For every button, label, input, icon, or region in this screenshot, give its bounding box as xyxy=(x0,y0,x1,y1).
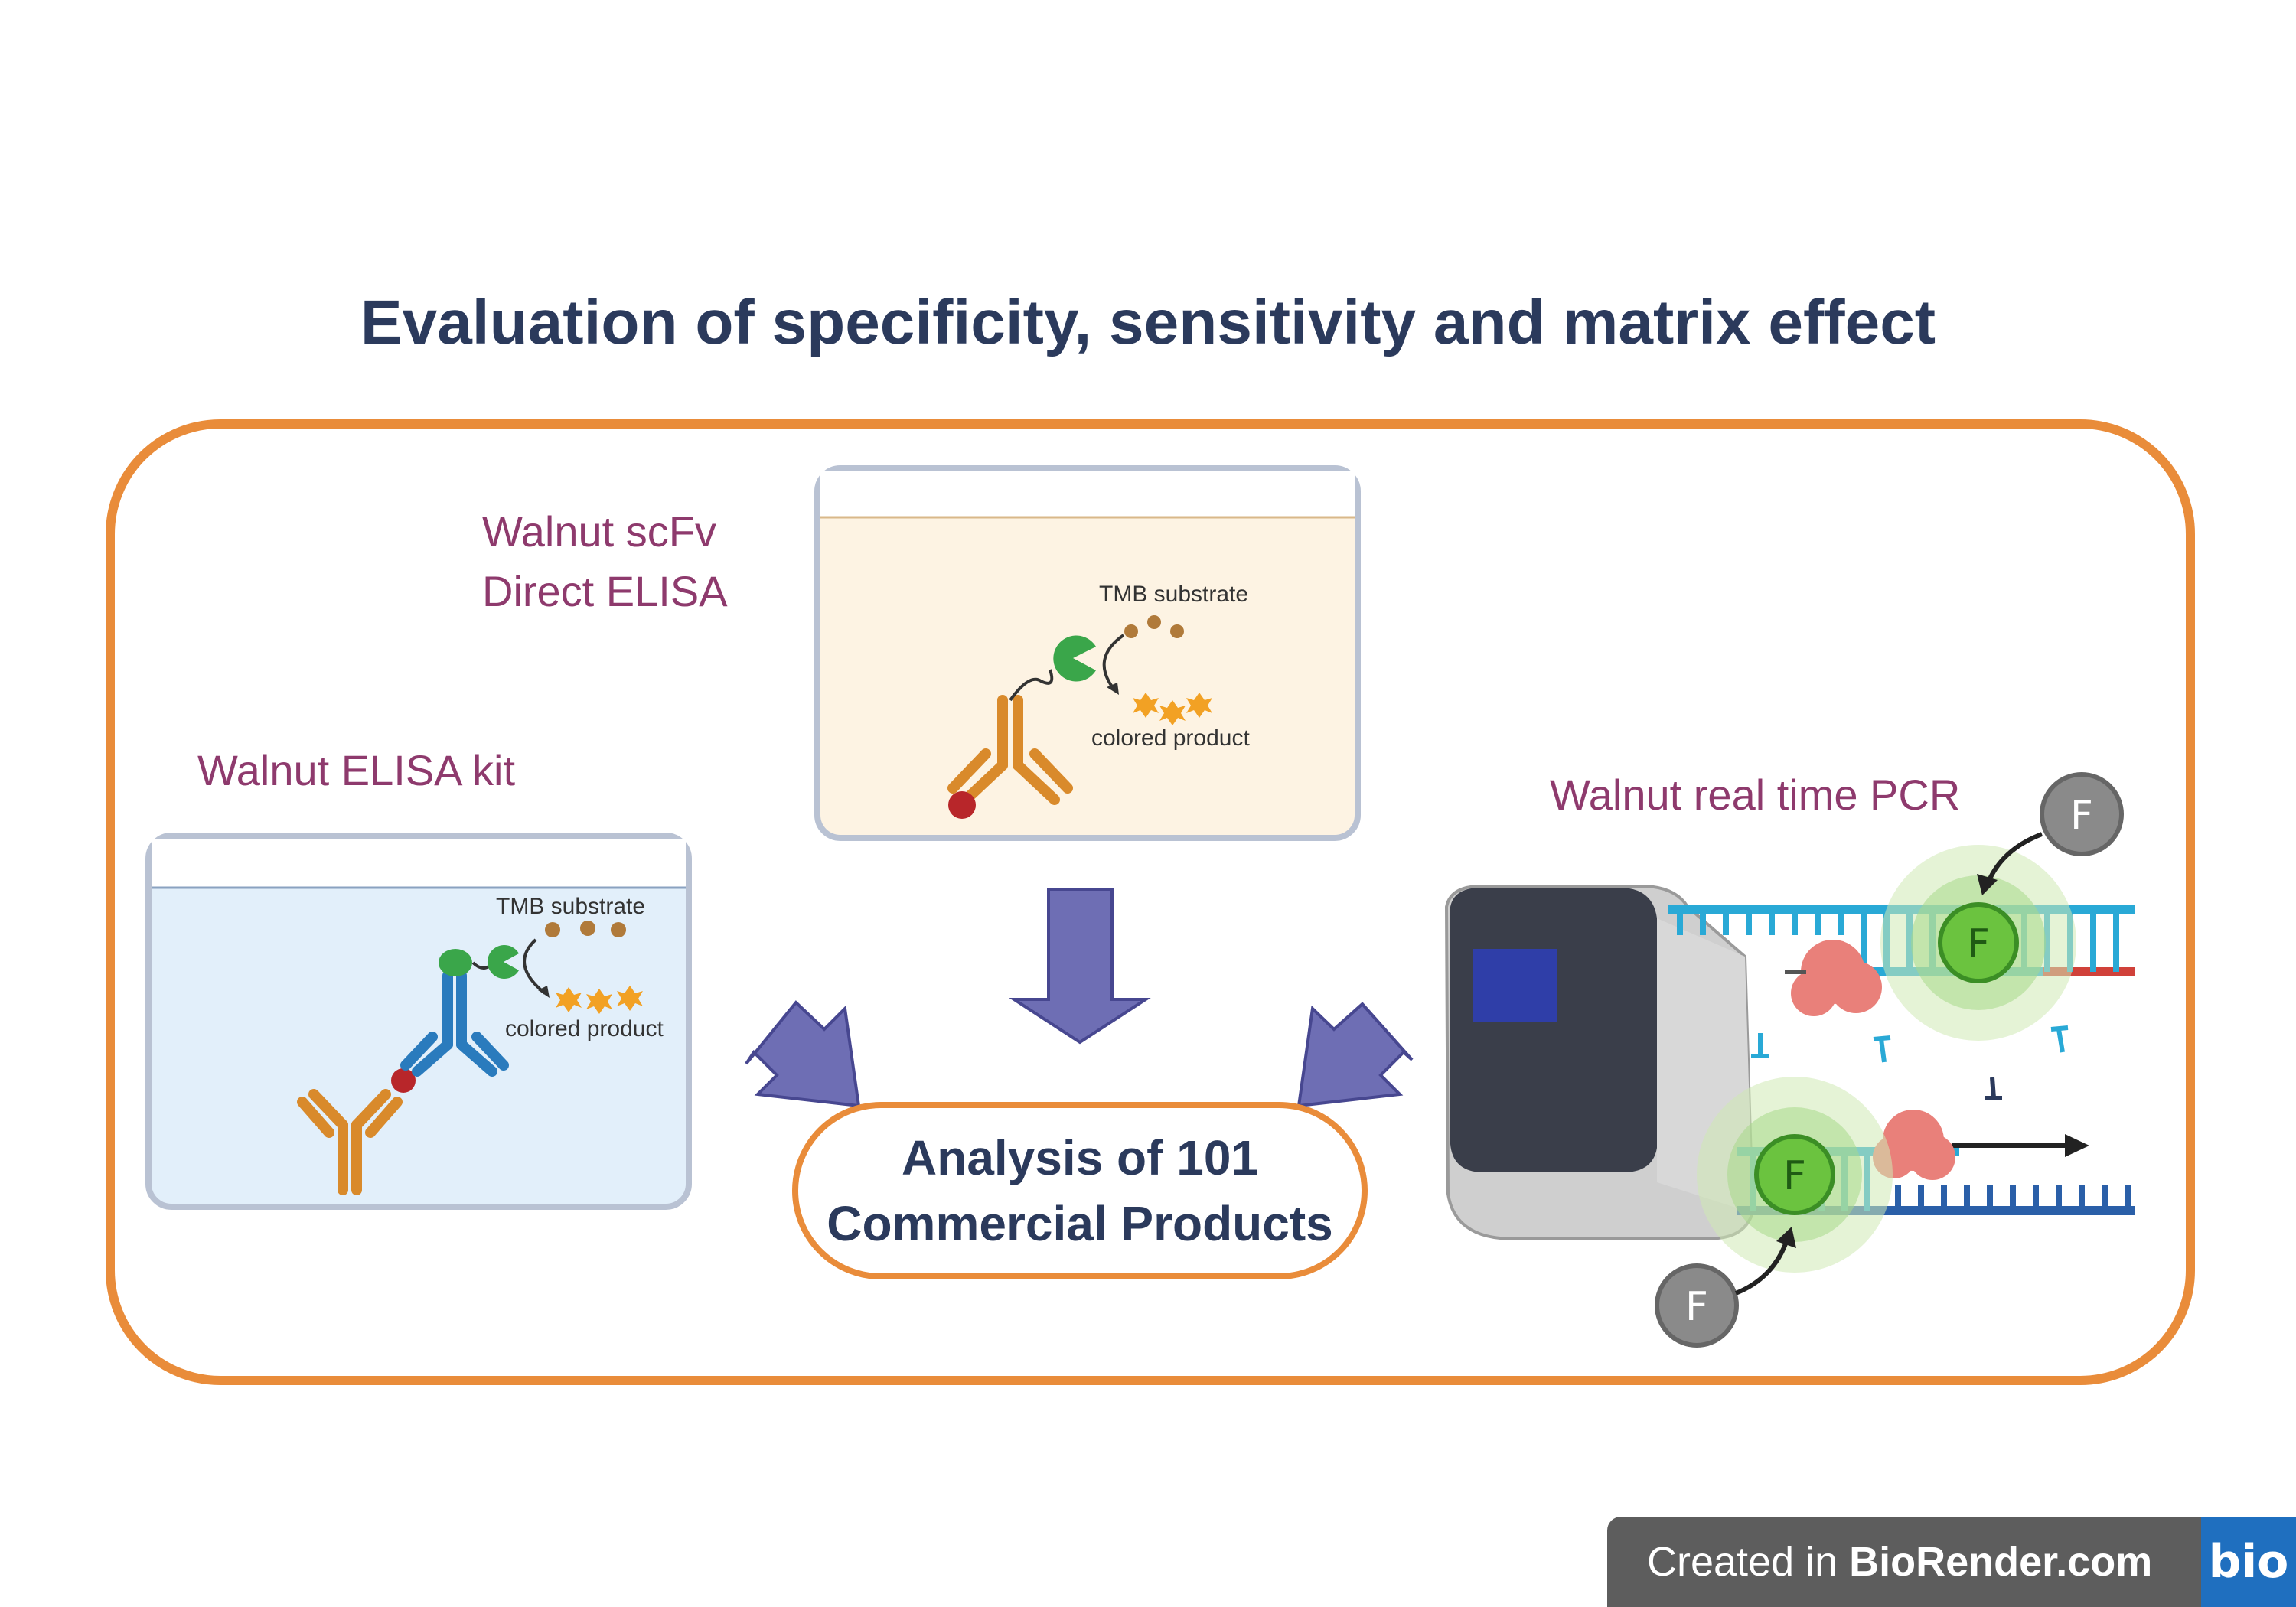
pcr-label: Walnut real time PCR xyxy=(1550,771,1961,819)
fluor-bound-top xyxy=(1938,902,2019,983)
kit-substrate-label: TMB substrate xyxy=(496,894,646,919)
polymerase-icon xyxy=(1791,940,1882,1016)
fluor-label-free-top: F xyxy=(2070,793,2093,839)
scfv-linker xyxy=(1009,669,1054,702)
fluor-label-free-bottom: F xyxy=(1685,1284,1708,1330)
fluor-bound-bottom xyxy=(1754,1134,1835,1215)
kit-enzyme-icon xyxy=(487,945,519,979)
fluor-arrow-top xyxy=(1985,832,2043,885)
scfv-well xyxy=(814,465,1361,841)
kit-capture-antibody xyxy=(297,1089,403,1195)
scfv-substrate-dots xyxy=(1124,615,1184,638)
arrow-from-top xyxy=(1009,888,1151,1045)
scfv-antibody xyxy=(947,695,1073,805)
pcr-instrument xyxy=(1444,885,1755,1240)
scfv-colored-product xyxy=(1133,693,1212,725)
biorender-text: Created in BioRender.com xyxy=(1647,1538,2152,1586)
kit-substrate-dots xyxy=(545,921,626,937)
biorender-prefix: Created in xyxy=(1647,1539,1850,1585)
fluor-label-bound-top: F xyxy=(1967,921,1990,967)
kit-detection-antibody xyxy=(400,970,509,1077)
scfv-label-line1: Walnut scFv xyxy=(482,507,716,556)
scfv-substrate-label: TMB substrate xyxy=(1099,582,1249,607)
analysis-line2: Commercial Products xyxy=(827,1196,1333,1251)
kit-colored-product xyxy=(556,986,643,1014)
scfv-label: Walnut scFv Direct ELISA xyxy=(482,502,728,621)
kit-reaction-arrow xyxy=(523,938,546,995)
fluor-free-bottom xyxy=(1655,1263,1739,1348)
fluor-free-top xyxy=(2040,772,2124,856)
biorender-badge[interactable]: Created in BioRender.com bio xyxy=(1607,1517,2296,1607)
scfv-enzyme-icon xyxy=(1053,635,1096,682)
kit-label: Walnut ELISA kit xyxy=(197,746,515,794)
page-title: Evaluation of specificity, sensitivity a… xyxy=(360,288,1936,357)
kit-conjugate-icon xyxy=(439,949,472,976)
free-nucleotides xyxy=(1751,1025,2069,1100)
main-frame xyxy=(106,419,2195,1385)
kit-product-label: colored product xyxy=(505,1016,664,1041)
analysis-box: Analysis of 101 Commercial Products xyxy=(792,1102,1368,1279)
scfv-reaction-arrow xyxy=(1102,634,1125,690)
scfv-product-label: colored product xyxy=(1091,725,1250,751)
biorender-brand: BioRender.com xyxy=(1849,1539,2153,1585)
fluor-arrow-bottom xyxy=(1734,1239,1789,1296)
kit-allergen xyxy=(391,1068,416,1093)
fluor-label-bound-bottom: F xyxy=(1783,1153,1806,1199)
analysis-line1: Analysis of 101 xyxy=(902,1130,1258,1185)
scfv-allergen xyxy=(948,791,976,819)
scfv-label-line2: Direct ELISA xyxy=(482,567,728,615)
biorender-logo: bio xyxy=(2201,1517,2296,1607)
